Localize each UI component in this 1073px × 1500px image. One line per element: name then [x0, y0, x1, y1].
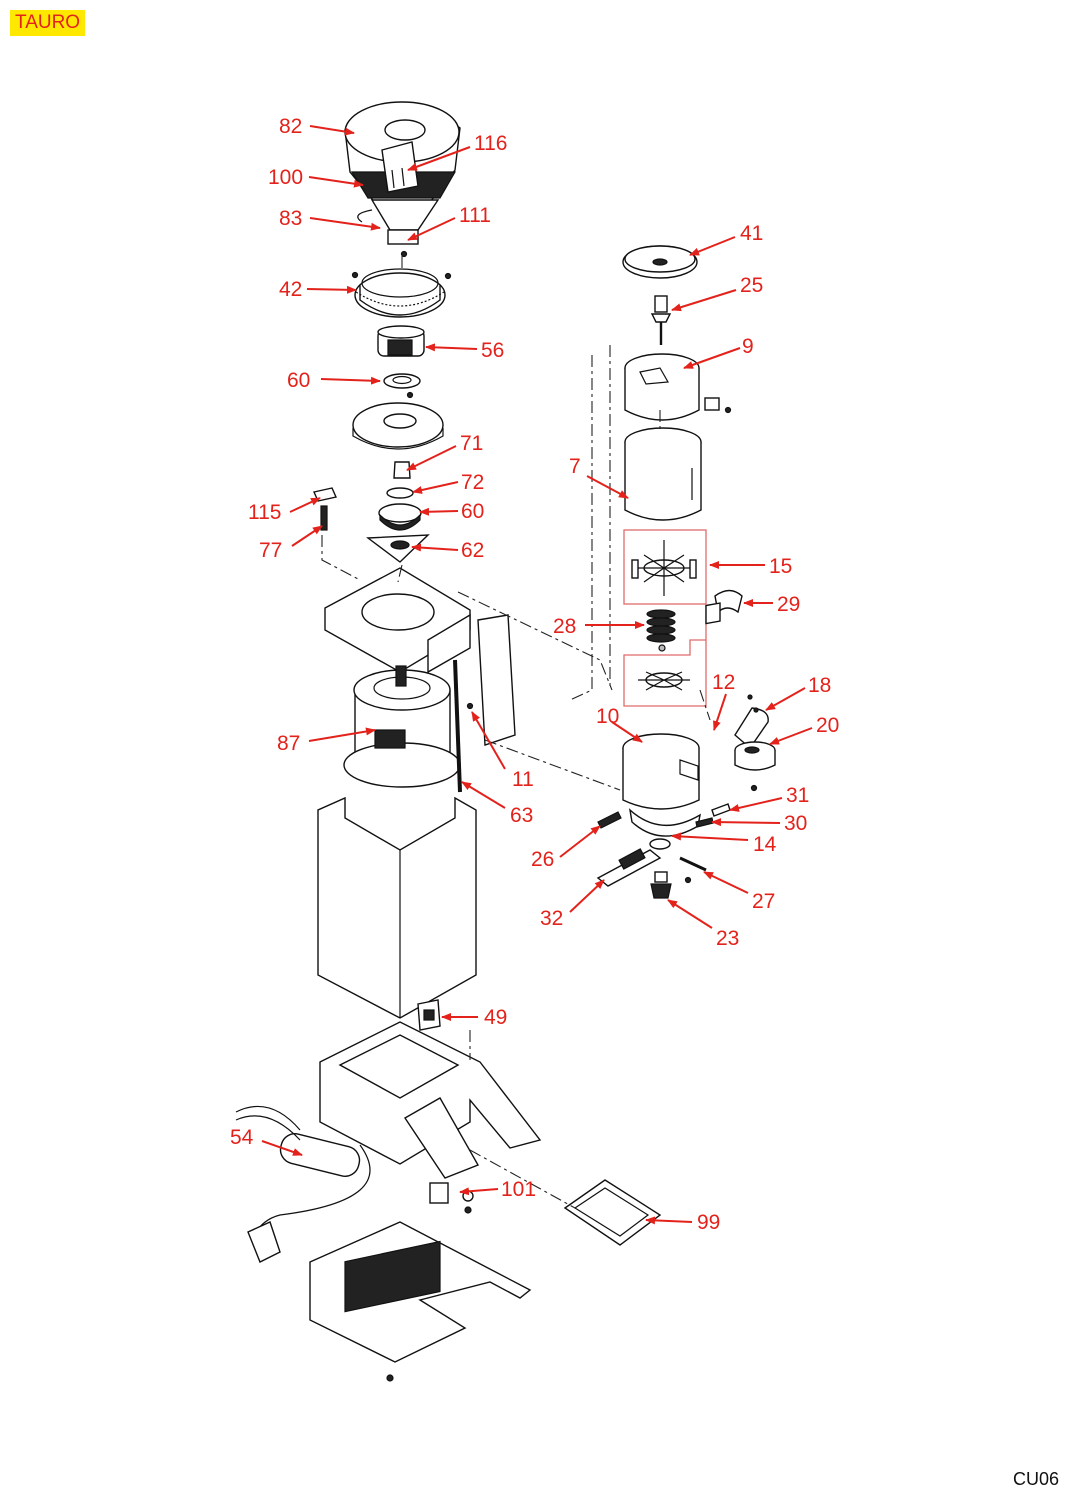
- callout-60-upper: 60: [287, 369, 381, 392]
- svg-text:82: 82: [279, 115, 302, 138]
- svg-text:60: 60: [461, 500, 484, 523]
- callout-63: 63: [461, 781, 533, 827]
- svg-text:56: 56: [481, 339, 504, 362]
- svg-text:32: 32: [540, 907, 563, 930]
- svg-text:31: 31: [786, 784, 809, 807]
- vent-holes: [344, 1240, 441, 1313]
- svg-text:20: 20: [816, 714, 839, 737]
- callout-101: 101: [459, 1178, 536, 1201]
- svg-text:99: 99: [697, 1211, 720, 1234]
- callout-32: 32: [540, 879, 605, 930]
- svg-text:115: 115: [248, 501, 281, 524]
- svg-text:100: 100: [268, 166, 303, 189]
- svg-text:63: 63: [510, 804, 533, 827]
- callout-29: 29: [743, 593, 800, 616]
- svg-text:62: 62: [461, 539, 484, 562]
- callout-71: 71: [406, 432, 483, 471]
- callout-14: 14: [671, 832, 777, 856]
- spring-28: [646, 609, 676, 643]
- callout-26: 26: [531, 825, 601, 871]
- callouts: 82 116 100 83 111 42 56 60 71 72 60 62 1…: [230, 115, 839, 1234]
- callout-87: 87: [277, 727, 376, 755]
- svg-text:116: 116: [474, 132, 507, 155]
- callout-11: 11: [471, 711, 534, 791]
- svg-text:11: 11: [512, 768, 534, 791]
- svg-text:71: 71: [460, 432, 483, 455]
- callout-49: 49: [441, 1006, 507, 1029]
- svg-text:9: 9: [742, 335, 754, 358]
- svg-text:14: 14: [753, 833, 777, 856]
- svg-text:27: 27: [752, 890, 775, 913]
- callout-30: 30: [711, 812, 807, 835]
- base-assembly: [235, 1021, 662, 1382]
- svg-text:54: 54: [230, 1126, 254, 1149]
- svg-text:42: 42: [279, 278, 302, 301]
- callout-18: 18: [765, 674, 831, 711]
- svg-text:49: 49: [484, 1006, 507, 1029]
- callout-23: 23: [667, 899, 739, 950]
- callout-54: 54: [230, 1126, 303, 1156]
- svg-text:25: 25: [740, 274, 763, 297]
- callout-28: 28: [553, 615, 645, 638]
- callout-9: 9: [683, 335, 754, 369]
- callout-83: 83: [279, 207, 381, 231]
- callout-25: 25: [671, 274, 763, 312]
- svg-text:83: 83: [279, 207, 302, 230]
- callout-100: 100: [268, 166, 364, 189]
- svg-text:12: 12: [712, 671, 735, 694]
- callout-31: 31: [729, 784, 809, 812]
- svg-text:30: 30: [784, 812, 807, 835]
- svg-text:111: 111: [459, 204, 491, 227]
- callout-77: 77: [259, 525, 323, 562]
- callout-116: 116: [407, 132, 507, 171]
- callout-42: 42: [279, 278, 357, 301]
- page-title-badge: TAURO: [10, 10, 86, 36]
- callout-115: 115: [248, 497, 321, 524]
- svg-text:7: 7: [569, 455, 581, 478]
- callout-62: 62: [411, 539, 484, 562]
- doser-assembly: [596, 245, 776, 899]
- svg-text:72: 72: [461, 471, 484, 494]
- callout-82: 82: [279, 115, 355, 138]
- svg-text:60: 60: [287, 369, 310, 392]
- svg-text:101: 101: [501, 1178, 536, 1201]
- doser-star-lower: [638, 671, 690, 691]
- callout-12: 12: [712, 671, 735, 731]
- svg-text:18: 18: [808, 674, 831, 697]
- svg-text:10: 10: [596, 705, 619, 728]
- callout-10: 10: [596, 705, 643, 743]
- callout-41: 41: [689, 222, 763, 256]
- callout-60-lower: 60: [419, 500, 484, 523]
- callout-111: 111: [407, 204, 491, 241]
- svg-text:15: 15: [769, 555, 792, 578]
- page-code: CU06: [1012, 1469, 1059, 1489]
- hopper-assembly: [344, 101, 461, 258]
- svg-text:26: 26: [531, 848, 554, 871]
- callout-99: 99: [645, 1211, 720, 1234]
- svg-text:77: 77: [259, 539, 282, 562]
- svg-text:29: 29: [777, 593, 800, 616]
- doser-star-upper: [631, 540, 697, 596]
- svg-text:23: 23: [716, 927, 739, 950]
- callout-7: 7: [569, 455, 629, 499]
- svg-text:28: 28: [553, 615, 576, 638]
- callout-15: 15: [709, 555, 792, 578]
- callout-27: 27: [703, 871, 775, 913]
- callout-72: 72: [412, 471, 484, 494]
- adjustment-ring: [313, 268, 452, 563]
- svg-text:41: 41: [740, 222, 763, 245]
- motor-housing: [317, 567, 516, 1031]
- callout-56: 56: [425, 339, 504, 362]
- svg-text:87: 87: [277, 732, 300, 755]
- callout-20: 20: [769, 714, 839, 745]
